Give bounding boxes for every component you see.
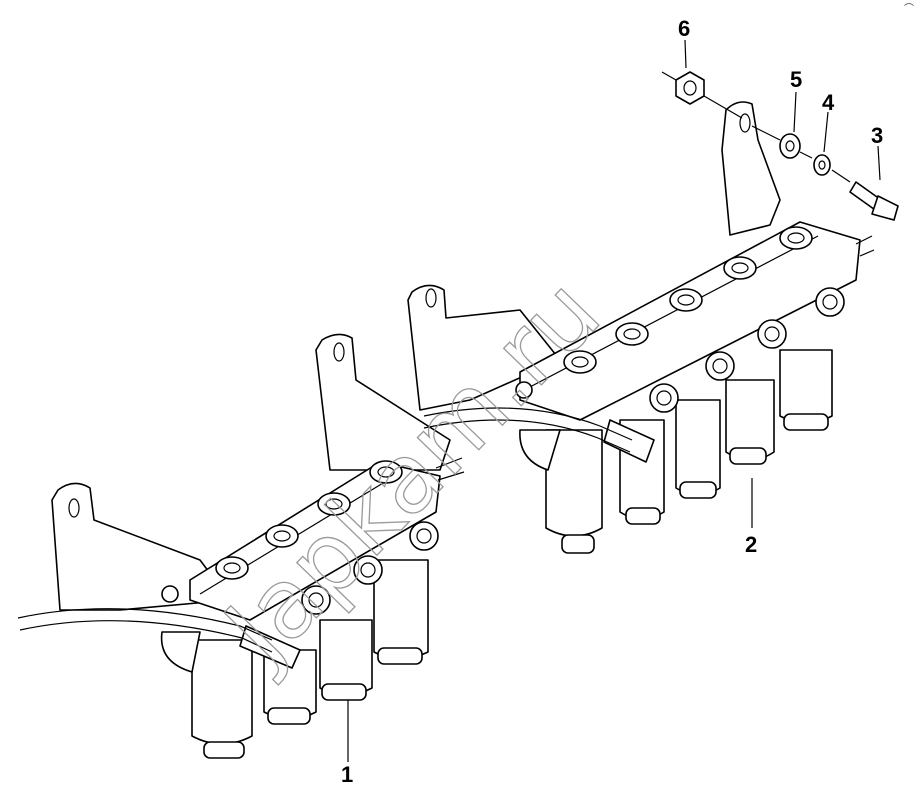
corner-mark: ⌒ bbox=[904, 3, 914, 15]
callout-label-6: 6 bbox=[678, 16, 690, 41]
callout-label-5: 5 bbox=[790, 67, 802, 92]
valve-assembly-2 bbox=[407, 101, 875, 554]
leader-lines bbox=[347, 39, 881, 762]
callout-label-2: 2 bbox=[745, 532, 757, 557]
callout-label-4: 4 bbox=[822, 90, 835, 115]
valve-assembly-1 bbox=[51, 333, 465, 759]
fastener-hardware bbox=[661, 71, 899, 221]
callout-label-3: 3 bbox=[871, 123, 883, 148]
air-pipes bbox=[17, 407, 633, 653]
callout-label-1: 1 bbox=[341, 762, 353, 787]
